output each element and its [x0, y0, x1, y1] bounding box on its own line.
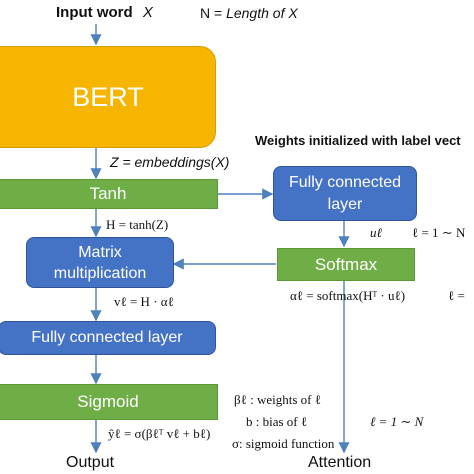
- ell-range-bottom: ℓ = 1 ∼ N: [370, 414, 424, 429]
- length-definition: N = Length of X: [200, 5, 298, 21]
- bert-block: BERT: [0, 46, 216, 148]
- output-label: Output: [66, 454, 115, 471]
- fc-left-block: Fully connected layer: [0, 321, 216, 355]
- beta-definition: βℓ : weights of ℓ: [234, 392, 321, 407]
- tanh-label: Tanh: [89, 184, 127, 203]
- z-prefix: Z =: [110, 154, 135, 170]
- alpha-equation: αℓ = softmax(Hᵀ · uℓ): [290, 288, 406, 303]
- matrix-mult-label: Matrix multiplication: [53, 243, 147, 282]
- input-word-label: Input word X: [56, 4, 153, 21]
- length-def-prefix: N =: [200, 5, 227, 21]
- input-word-text: Input word: [56, 4, 133, 21]
- h-equation: H = tanh(Z): [106, 217, 169, 232]
- ell-eq-cut: ℓ =: [448, 288, 465, 303]
- length-def-italic: Length of X: [226, 5, 298, 21]
- fc-right-label: Fully connected layer: [288, 173, 402, 213]
- y-hat-equation: ŷℓ = σ(βℓᵀ vℓ + bℓ): [108, 426, 211, 441]
- matrix-mult-block: Matrix multiplication: [26, 237, 174, 288]
- fc-right-block: Fully connected layer: [273, 166, 417, 221]
- sigmoid-label: Sigmoid: [77, 392, 139, 411]
- ell-range-top: ℓ = 1 ∼ N: [412, 225, 466, 240]
- v-equation: vℓ = H · αℓ: [114, 294, 174, 309]
- attention-label: Attention: [308, 454, 372, 471]
- z-value: embeddings(X): [134, 154, 230, 170]
- u-ell-label: uℓ: [370, 225, 382, 240]
- sigma-definition: σ: sigmoid function: [232, 436, 335, 451]
- sigmoid-block: Sigmoid: [0, 384, 218, 420]
- fc-left-label: Fully connected layer: [31, 329, 183, 346]
- weights-init-note: Weights initialized with label vect: [255, 133, 461, 148]
- input-word-var: X: [142, 4, 153, 21]
- b-definition: b : bias of ℓ: [246, 414, 308, 429]
- z-equation: Z = embeddings(X): [110, 154, 229, 170]
- softmax-label: Softmax: [314, 254, 378, 274]
- tanh-block: Tanh: [0, 179, 218, 209]
- bert-label: BERT: [72, 81, 144, 112]
- softmax-block: Softmax: [277, 248, 415, 281]
